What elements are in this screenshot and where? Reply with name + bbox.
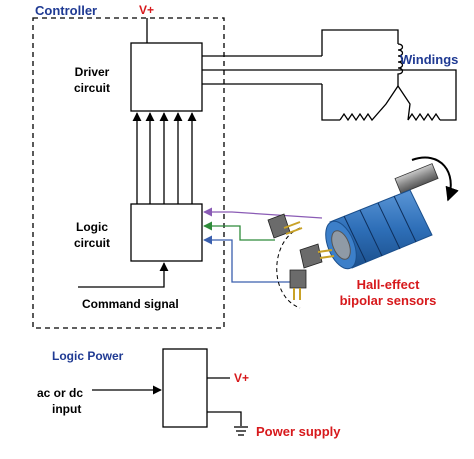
windings-label: Windings [400, 52, 458, 67]
winding-lead-b [398, 69, 457, 121]
sensor-wire-green [203, 221, 275, 241]
winding-lead-a [321, 29, 399, 56]
ground-icon [234, 426, 248, 436]
logic-circuit-box [130, 203, 203, 262]
command-signal-wire [78, 262, 169, 288]
sensor-wire-blue [203, 235, 296, 283]
windings [321, 29, 457, 122]
logic-power-title: Logic Power [52, 349, 124, 363]
controller-supply-label: V+ [139, 3, 154, 17]
hall-sensor-icon [289, 269, 307, 300]
hall-sensor-icon [267, 213, 303, 239]
sensor-ring [276, 227, 301, 309]
controller-boundary [32, 17, 225, 329]
logic-to-driver-signals [132, 112, 197, 204]
sensors-label-line2: bipolar sensors [340, 293, 437, 308]
rotation-arrow-icon [411, 156, 459, 202]
controller-title: Controller [35, 3, 97, 18]
driver-label-line1: Driver [75, 65, 110, 79]
rotor-icon [325, 163, 439, 270]
driver-circuit-box [130, 42, 203, 112]
power-input-line1: ac or dc [37, 386, 83, 400]
coil-icon [339, 85, 399, 122]
hall-sensor-icon [299, 243, 335, 269]
coil-icon [397, 85, 441, 122]
logic-label-line1: Logic [76, 220, 108, 234]
logic-label-line2: circuit [74, 236, 110, 250]
winding-lead-c [321, 84, 340, 121]
power-output-label: V+ [234, 371, 249, 385]
coil-icon [397, 43, 404, 86]
driver-output-wires [202, 55, 398, 85]
power-supply-label: Power supply [256, 424, 341, 439]
power-input-line2: input [52, 402, 81, 416]
power-supply-box [162, 348, 208, 428]
driver-label-line2: circuit [74, 81, 110, 95]
sensors-label-line1: Hall-effect [357, 277, 421, 292]
command-signal-label: Command signal [82, 297, 179, 311]
ground-wire [207, 411, 242, 426]
sensor-wire-purple [203, 207, 323, 219]
